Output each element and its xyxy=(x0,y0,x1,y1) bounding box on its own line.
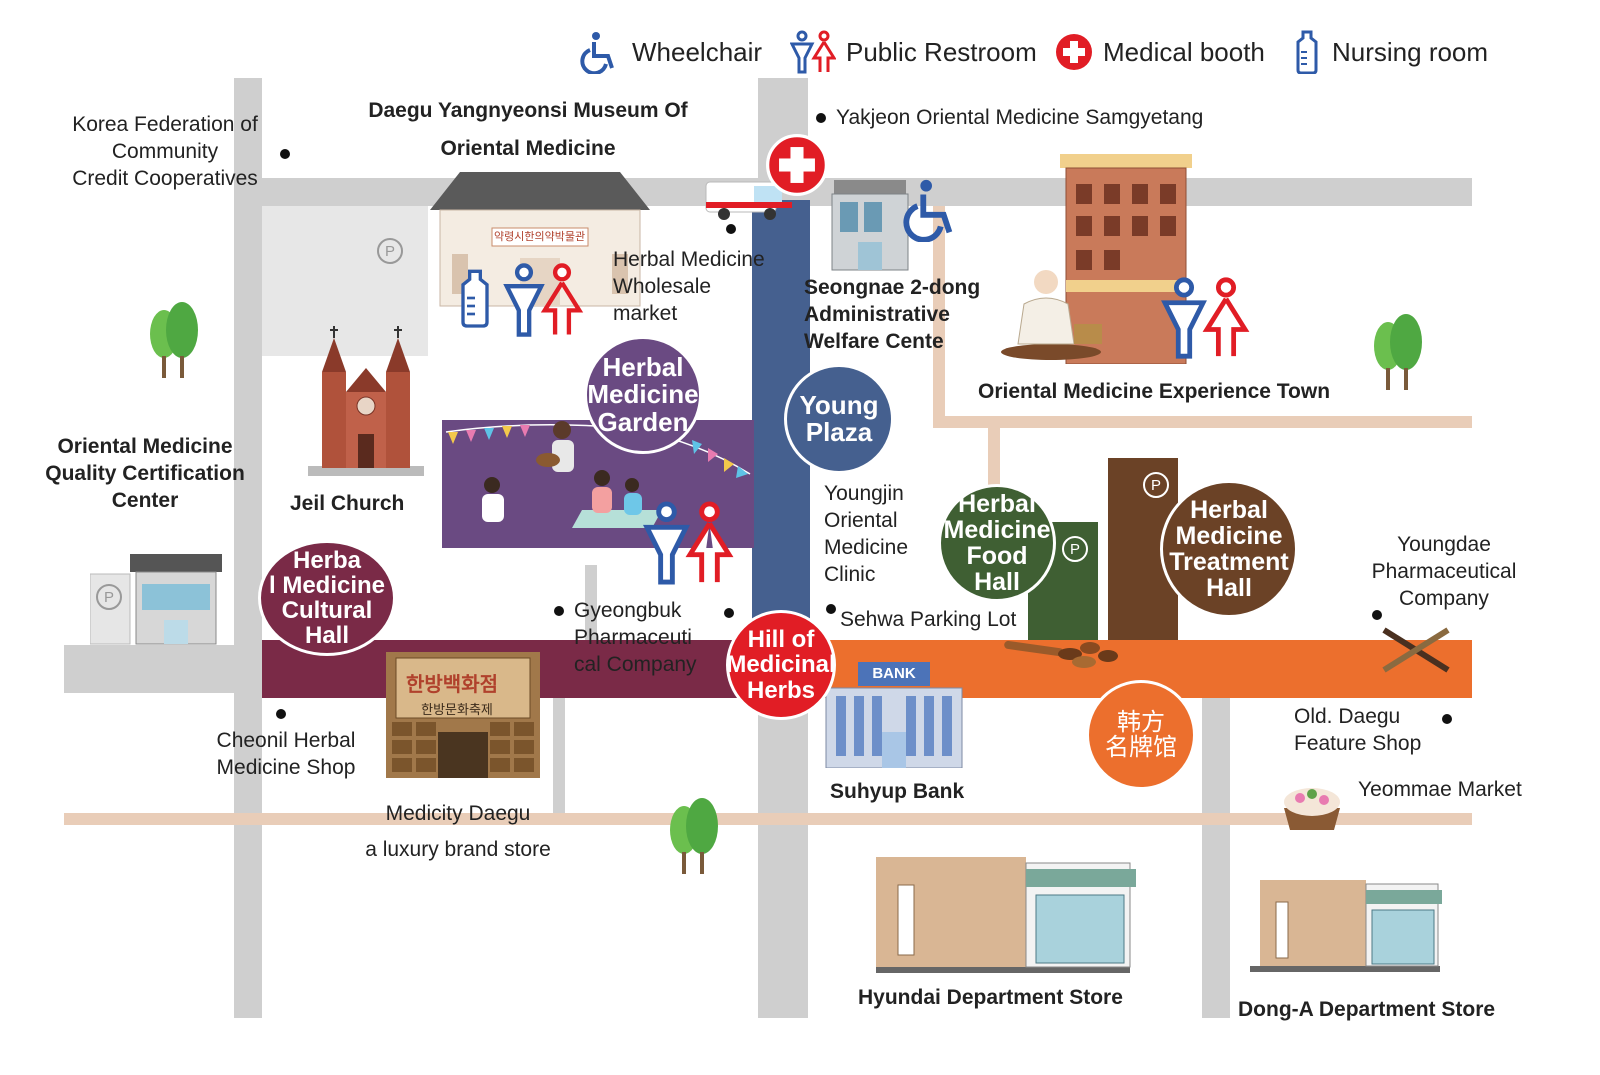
suhyup-bank-illustration xyxy=(825,662,963,768)
road-small-vertical-2 xyxy=(553,698,565,813)
legend-wheelchair: Wheelchair xyxy=(578,30,762,74)
jeil-church-illustration xyxy=(308,326,424,476)
tree-icon xyxy=(1374,314,1422,390)
signboard-subtitle: 한방문화축제 xyxy=(421,702,493,717)
road-right-vertical xyxy=(1202,698,1230,1018)
food-hall-bubble[interactable]: Herbal Medicine Food Hall xyxy=(938,484,1056,602)
signboard-title: 한방백화점 xyxy=(406,674,498,696)
road-beige-vertical xyxy=(933,206,945,428)
treatment-hall-bubble[interactable]: Herbal Medicine Treatment Hall xyxy=(1160,480,1298,618)
legend-restroom: Public Restroom xyxy=(790,30,1037,74)
herbal-garden-label: Herbal Medicine Garden xyxy=(587,352,699,437)
youngdae-label: Youngdae Pharmaceutical Company xyxy=(1371,533,1517,610)
herbalist-figure-illustration xyxy=(1001,270,1102,360)
legend-nursing: Nursing room xyxy=(1292,30,1488,74)
parking-sign: P xyxy=(377,238,403,264)
museum-label: Daegu Yangnyeonsi Museum Of Oriental Med… xyxy=(368,99,688,160)
wheelchair-icon xyxy=(580,32,614,74)
food-hall-parking-sign: P xyxy=(1062,536,1088,562)
restroom-icon xyxy=(790,30,836,74)
gyeongbuk-dot xyxy=(554,606,564,616)
road-left-horizontal xyxy=(64,645,264,693)
tree-icon xyxy=(670,798,718,874)
gyeongbuk-dot-right xyxy=(724,608,734,618)
sehwa-dot xyxy=(826,604,836,614)
medical-booth-icon xyxy=(766,134,828,196)
sehwa-label: Sehwa Parking Lot xyxy=(840,608,1017,631)
bank-sign: BANK xyxy=(872,665,916,682)
legend-medical: Medical booth xyxy=(1055,30,1265,74)
herbal-garden-bubble[interactable]: Herbal Medicine Garden xyxy=(584,336,702,454)
ambulance-illustration xyxy=(705,181,792,220)
hill-label: Hill of Medicinal Herbs xyxy=(726,626,836,704)
herbal-wholesale-label: Herbal Medicine Wholesale market xyxy=(613,248,765,325)
yakjeon-label: Yakjeon Oriental Medicine Samgyetang xyxy=(836,106,1204,129)
road-small-vertical xyxy=(585,565,597,645)
yeommae-market-illustration xyxy=(1284,788,1340,830)
korean-brand-label: 韩方 名牌馆 xyxy=(1105,708,1177,761)
road-left-vertical xyxy=(234,78,262,1018)
yakjeon-dot xyxy=(816,113,826,123)
korea-federation-dot xyxy=(280,149,290,159)
museum-restroom-icon xyxy=(503,263,584,337)
seongnae-wheelchair-icon xyxy=(903,179,953,242)
legend-medical-label: Medical booth xyxy=(1103,36,1265,67)
mortar-tools-illustration xyxy=(1382,627,1450,673)
medicity-label: Medicity Daegu xyxy=(385,802,531,825)
treatment-hall-label: Herbal Medicine Treatment Hall xyxy=(1169,495,1289,603)
tree-icon xyxy=(150,302,198,378)
garden-restroom-icon xyxy=(643,501,734,585)
hyundai-label: Hyundai Department Store xyxy=(858,986,1123,1009)
donga-store-illustration xyxy=(1250,880,1442,972)
young-plaza-label: Young Plaza xyxy=(799,389,879,447)
road-beige-horizontal xyxy=(933,416,1472,428)
museum-nursing-icon xyxy=(461,269,489,328)
experience-town-restroom-icon xyxy=(1161,277,1250,359)
legend-restroom-label: Public Restroom xyxy=(846,36,1037,67)
legend-nursing-label: Nursing room xyxy=(1332,36,1489,67)
cultural-hall-label: Herba l Medicine Cultural Hall xyxy=(268,546,386,650)
legend-wheelchair-label: Wheelchair xyxy=(632,36,763,67)
hyundai-store-illustration xyxy=(876,857,1136,973)
korean-brand-bubble[interactable]: 韩方 名牌馆 xyxy=(1086,680,1196,790)
road-bottom-horizontal xyxy=(64,813,1472,825)
cultural-hall-bubble[interactable]: Herba l Medicine Cultural Hall xyxy=(258,540,396,656)
youngjin-label: Youngjin Oriental Medicine Clinic xyxy=(824,482,909,586)
old-daegu-label: Old. Daegu Feature Shop xyxy=(1294,705,1422,755)
medicity-signboard-illustration xyxy=(386,652,540,778)
garden-people-illustration xyxy=(482,421,662,528)
hill-bubble[interactable]: Hill of Medicinal Herbs xyxy=(726,610,836,720)
experience-town-label: Oriental Medicine Experience Town xyxy=(978,380,1331,403)
baby-bottle-icon xyxy=(1296,30,1318,74)
herbal-wholesale-dot xyxy=(726,224,736,234)
youngdae-dot xyxy=(1372,610,1382,620)
yeommae-label: Yeommae Market xyxy=(1358,778,1522,801)
parking-sign: P xyxy=(96,584,122,610)
young-plaza-bubble[interactable]: Young Plaza xyxy=(784,364,894,474)
donga-label: Dong-A Department Store xyxy=(1238,998,1496,1021)
jeil-church-label: Jeil Church xyxy=(290,492,405,515)
old-daegu-dot xyxy=(1442,714,1452,724)
medical-cross-icon xyxy=(1056,34,1092,70)
suhyup-label: Suhyup Bank xyxy=(830,780,965,803)
seongnae-building-illustration xyxy=(831,180,909,271)
korea-federation-label: Korea Federation of Community Credit Coo… xyxy=(72,113,258,190)
cheonil-label: Cheonil Herbal Medicine Shop xyxy=(216,729,356,779)
treatment-hall-parking-sign: P xyxy=(1143,472,1169,498)
gyeongbuk-label: Gyeongbuk Pharmaceuti cal Company xyxy=(574,599,697,676)
luxury-label: a luxury brand store xyxy=(365,838,551,861)
museum-sign: 약령시한의약박물관 xyxy=(494,231,586,243)
herbs-illustration xyxy=(1004,640,1118,668)
seongnae-label: Seongnae 2-dong Administrative Welfare C… xyxy=(804,276,981,353)
food-hall-label: Herbal Medicine Food Hall xyxy=(943,489,1051,597)
quality-center-label: Oriental Medicine Quality Certification … xyxy=(45,435,245,512)
cheonil-dot xyxy=(276,709,286,719)
